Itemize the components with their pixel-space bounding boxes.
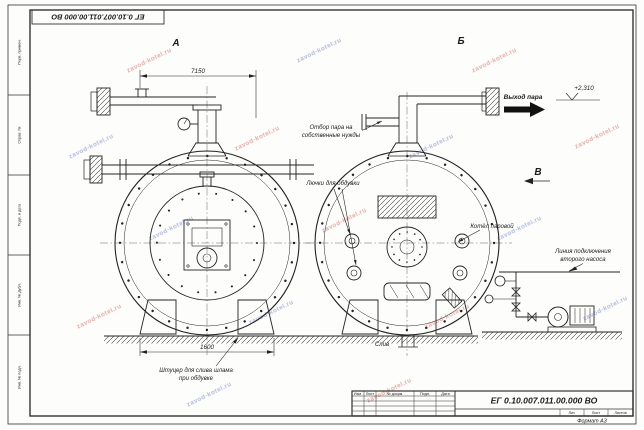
- top-doc-number-box: [31, 9, 165, 25]
- pump-ground: [482, 331, 622, 340]
- dim-overall-text: 7150: [191, 68, 206, 75]
- steam-dome: [187, 142, 227, 157]
- dim-overall: [139, 70, 257, 118]
- right-ground: [312, 335, 478, 344]
- pressure-gauge-icon: [177, 117, 198, 131]
- label-sludge-2: при обдувке: [179, 376, 214, 382]
- pump-line-leader: [568, 263, 584, 272]
- blowdown-flange: [89, 155, 103, 184]
- manhole-hatch: [377, 195, 437, 219]
- view-label-b: Б: [457, 36, 464, 47]
- steam-outlet-piping: [398, 87, 500, 143]
- titleblock-col-izm: Изм.: [354, 392, 362, 396]
- titleblock-sheets: Листов: [614, 411, 626, 415]
- watermark: zavod-kotel.ru: [234, 125, 281, 153]
- label-steam-outlet: Выход пара: [504, 93, 543, 101]
- view-v-arrow: [524, 177, 550, 185]
- label-boiler: Котёл паровой: [470, 223, 514, 230]
- door-handle: [199, 171, 215, 187]
- label-blow-hatches: Лючки для обдувки: [305, 181, 360, 187]
- hatches-leaders: [333, 188, 357, 266]
- watermark: zavod-kotel.ru: [582, 295, 629, 323]
- pump-unit: [547, 305, 597, 333]
- sludge-leader: [215, 337, 239, 367]
- elevation-text: +2,310: [574, 85, 594, 92]
- bottom-hatch: [383, 282, 431, 301]
- frame-label-inv-dubl: Инв. № дубл.: [18, 283, 22, 307]
- doc-number-main: ЕГ 0.10.007.011.00.000 ВО: [491, 396, 598, 406]
- boiler-leader: [457, 229, 481, 243]
- chimney: [192, 104, 222, 143]
- rear-dome: [387, 142, 427, 157]
- frame-label-podp-data: Подп. и дата: [18, 203, 22, 226]
- elevation-mark: [556, 92, 600, 101]
- blowdown-drain-flange: [441, 287, 463, 309]
- watermark: zavod-kotel.ru: [471, 47, 518, 75]
- valve-icon: [527, 312, 537, 322]
- pump-piping: [484, 271, 620, 322]
- titleblock-lit: Лит.: [569, 411, 576, 415]
- title-block: [351, 390, 634, 417]
- watermark: zavod-kotel.ru: [186, 381, 233, 409]
- front-door: [149, 185, 265, 301]
- label-drain: Слив: [375, 342, 389, 348]
- pump-gauge-icon: [484, 275, 516, 304]
- label-pump-line-2: второго насоса: [560, 257, 606, 263]
- steam-outlet-flange: [485, 87, 500, 116]
- view-label-v: В: [534, 167, 541, 178]
- right-view: [306, 87, 622, 356]
- steam-direction-arrow-icon: [504, 102, 545, 117]
- titleblock-col-podp: Подп.: [420, 392, 430, 396]
- pipe-end-flange: [96, 87, 111, 116]
- titleblock-col-data: Дата: [441, 392, 450, 396]
- watermark: zavod-kotel.ru: [321, 207, 368, 235]
- titleblock-sheet: Лист: [592, 411, 601, 415]
- center-fitting: [386, 226, 428, 268]
- sheet-frame: [7, 4, 637, 425]
- watermark: zavod-kotel.ru: [76, 303, 123, 331]
- dim-supports-text: 1600: [200, 344, 215, 351]
- top-piping: [90, 87, 216, 116]
- frame-label-perv-primen: Перв. примен.: [18, 39, 22, 64]
- titleblock-col-list: Лист: [366, 392, 375, 396]
- valve-icon: [511, 287, 521, 297]
- frame-label-sprav: Справ. №: [18, 126, 22, 143]
- label-own-needs-2: собственные нужды: [302, 133, 361, 139]
- watermark: zavod-kotel.ru: [424, 303, 471, 331]
- blowdown-pipes: [83, 155, 314, 184]
- own-needs-piping: [361, 114, 399, 131]
- burner-panel: [183, 219, 231, 271]
- valve-icon: [511, 302, 521, 312]
- left-supports: [139, 299, 275, 335]
- titleblock-col-doc: № докум.: [387, 392, 404, 396]
- label-pump-line-1: Линия подключения: [554, 249, 611, 255]
- watermark: zavod-kotel.ru: [296, 37, 343, 65]
- left-ground: [104, 335, 312, 344]
- doc-number-top: ЕГ 0.10.007.011.00.000 ВО: [51, 13, 144, 22]
- watermark: zavod-kotel.ru: [126, 47, 173, 75]
- view-label-a: А: [171, 38, 179, 49]
- door-bolt-ring: [156, 192, 258, 294]
- watermark: zavod-kotel.ru: [574, 123, 621, 151]
- left-view: [83, 70, 314, 367]
- watermark: zavod-kotel.ru: [408, 133, 455, 161]
- format-label: Формат А3: [577, 419, 607, 425]
- dim-supports: [139, 338, 275, 356]
- label-own-needs-1: Отбор пара на: [310, 125, 354, 131]
- drain-stub: [398, 335, 418, 348]
- blowdown-fittings: [344, 233, 470, 281]
- label-sludge-1: Штуцер для слива шлама: [159, 368, 233, 374]
- frame-label-inv-podl: Инв. № подл.: [18, 365, 22, 389]
